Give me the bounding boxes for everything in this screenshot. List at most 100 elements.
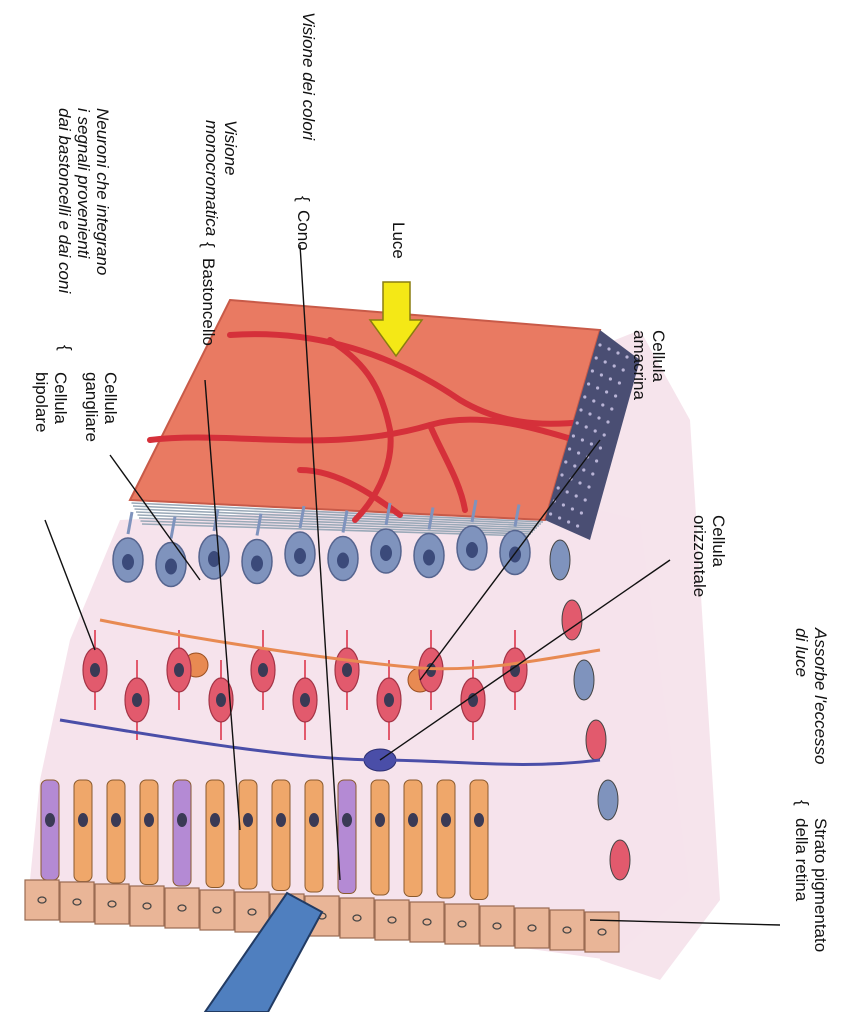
pigment-dot xyxy=(584,498,587,501)
rod-cell xyxy=(470,780,488,900)
pigment-dot xyxy=(579,408,582,411)
pigment-dot xyxy=(572,434,575,437)
bipolar-nucleus xyxy=(174,663,184,677)
brace-cono: { xyxy=(294,196,313,202)
label-visione-mono-line2: monocromatica xyxy=(202,120,221,236)
ganglion-nucleus xyxy=(122,554,134,570)
pigment-dot xyxy=(578,481,581,484)
label-assorbe-line2: di luce xyxy=(792,628,811,764)
pigment-dot xyxy=(609,377,612,380)
label-cellula-amacrina: Cellula amacrina xyxy=(630,330,668,400)
pigment-dot xyxy=(557,486,560,489)
pigment-dot xyxy=(595,459,598,462)
label-visione-mono: Visione monocromatica xyxy=(202,120,240,236)
ganglion-nucleus xyxy=(337,553,349,569)
side-cell xyxy=(574,660,594,700)
rod-cell xyxy=(74,780,92,882)
label-bastoncello: Bastoncello xyxy=(199,258,218,346)
label-strato-line2: della retina xyxy=(792,818,811,952)
brace-strato: { xyxy=(793,800,812,806)
label-visione-mono-line1: Visione xyxy=(221,120,240,236)
photoreceptor-nucleus xyxy=(243,813,253,827)
pigment-dot xyxy=(616,351,619,354)
pigment-cell xyxy=(515,908,549,948)
pigment-cell xyxy=(25,880,59,920)
label-luce: Luce xyxy=(389,222,408,259)
pigment-dot xyxy=(594,429,597,432)
photoreceptor-nucleus xyxy=(441,813,451,827)
pigment-dot xyxy=(595,356,598,359)
side-cell xyxy=(550,540,570,580)
photoreceptor-nucleus xyxy=(309,813,319,827)
pigment-cell xyxy=(375,900,409,940)
pigment-dot xyxy=(591,472,594,475)
side-cell xyxy=(562,600,582,640)
pigment-dot xyxy=(618,381,621,384)
leader-bipolare xyxy=(45,520,95,650)
pigment-dot xyxy=(562,503,565,506)
pigment-cell xyxy=(410,902,444,942)
pigment-cell xyxy=(550,910,584,950)
pigment-dot xyxy=(590,442,593,445)
photoreceptor-nucleus xyxy=(342,813,352,827)
pigment-dot xyxy=(587,485,590,488)
pigment-cell xyxy=(340,898,374,938)
pigment-dot xyxy=(573,464,576,467)
pigment-dot xyxy=(599,446,602,449)
pigment-dot xyxy=(587,382,590,385)
photoreceptor-nucleus xyxy=(210,813,220,827)
pigment-dot xyxy=(592,399,595,402)
ganglion-nucleus xyxy=(294,548,306,564)
photoreceptor-nucleus xyxy=(144,813,154,827)
pigment-dot xyxy=(577,451,580,454)
label-gangliare-line1: Cellula xyxy=(101,372,120,442)
pigment-cell xyxy=(130,886,164,926)
label-neuroni-line3: dai bastoncelli e dai coni xyxy=(55,108,74,293)
ganglion-nucleus xyxy=(380,545,392,561)
pigment-dot xyxy=(580,511,583,514)
brace-bastoncello: { xyxy=(199,242,218,248)
pigment-dot xyxy=(591,369,594,372)
pigment-dot xyxy=(598,343,601,346)
rod-cell xyxy=(371,780,389,895)
bipolar-nucleus xyxy=(216,693,226,707)
bipolar-nucleus xyxy=(300,693,310,707)
brace-neuroni: { xyxy=(56,345,75,351)
pigment-dot xyxy=(564,460,567,463)
label-neuroni-line1: Neuroni che integrano xyxy=(93,108,112,293)
pigment-cell xyxy=(200,890,234,930)
cone-cell xyxy=(173,780,191,886)
pigment-dot xyxy=(597,416,600,419)
label-assorbe-line1: Assorbe l'eccesso xyxy=(811,628,830,764)
pigment-dot xyxy=(613,364,616,367)
side-cell xyxy=(610,840,630,880)
cone-cell xyxy=(41,780,59,880)
ganglion-nucleus xyxy=(466,542,478,558)
photoreceptor-nucleus xyxy=(408,813,418,827)
label-neuroni: Neuroni che integrano i segnali provenie… xyxy=(55,108,112,293)
bipolar-nucleus xyxy=(90,663,100,677)
pigment-dot xyxy=(581,438,584,441)
bipolar-nucleus xyxy=(258,663,268,677)
ganglion-nucleus xyxy=(251,556,263,572)
bipolar-nucleus xyxy=(132,693,142,707)
label-cellula-bipolare: Cellula bipolare xyxy=(32,372,70,433)
label-strato-pigmentato: Strato pigmentato della retina xyxy=(792,818,830,952)
pigment-dot xyxy=(567,520,570,523)
photoreceptor-nucleus xyxy=(276,813,286,827)
rod-cell xyxy=(239,780,257,889)
photoreceptor-nucleus xyxy=(111,813,121,827)
label-neuroni-line2: i segnali provenienti xyxy=(74,108,93,293)
label-amacrina-line2: amacrina xyxy=(630,330,649,400)
label-bipolare-line1: Cellula xyxy=(51,372,70,433)
label-gangliare-line2: gangliare xyxy=(82,372,101,442)
pigment-dot xyxy=(588,412,591,415)
pigment-dot xyxy=(604,360,607,363)
rod-cell xyxy=(140,780,158,885)
pigment-cell xyxy=(95,884,129,924)
pigment-cell xyxy=(60,882,94,922)
pigment-cell xyxy=(445,904,479,944)
label-visione-colori: Visione dei colori xyxy=(299,12,318,140)
